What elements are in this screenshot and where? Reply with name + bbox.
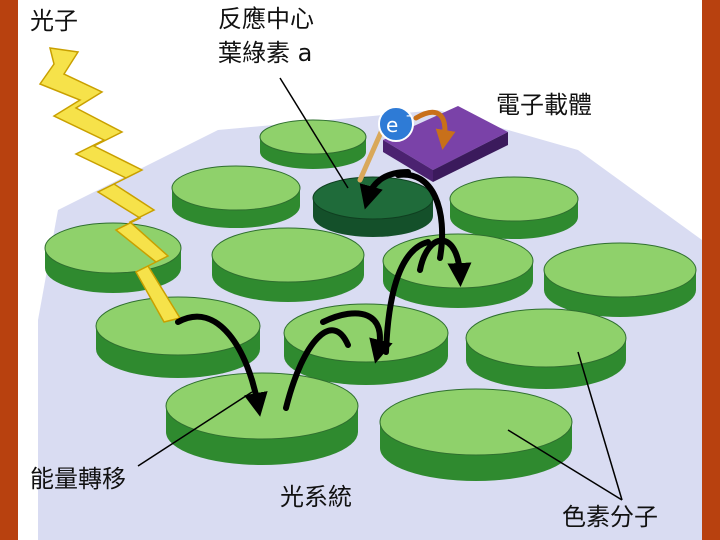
diagram-svg: e - — [38, 47, 702, 540]
disk-r4-1 — [95, 296, 261, 378]
photosystem-diagram: e - 光子 反應中心 葉綠素 a 電子載體 能量轉移 光系統 色素分子 — [18, 0, 702, 540]
disk-r2-1 — [171, 165, 301, 228]
electron-label: e — [386, 113, 398, 137]
electron-carrier-label: 電子載體 — [496, 91, 592, 119]
photon-label: 光子 — [30, 7, 78, 35]
disk-r5-2 — [379, 388, 573, 481]
disk-r3-4 — [543, 242, 697, 317]
disk-r4-3 — [465, 308, 627, 389]
leader-lines — [137, 77, 623, 501]
electron-transfer-arrow — [413, 109, 456, 150]
photon-lightning-icon — [38, 47, 182, 323]
chlorophyll-a-label: 葉綠素 a — [218, 39, 313, 67]
electron-stem — [357, 127, 385, 183]
photosystem-label: 光系統 — [280, 483, 352, 511]
disk-r1-1 — [259, 119, 367, 169]
electron-icon — [378, 106, 414, 142]
reaction-center-label: 反應中心 — [218, 5, 314, 33]
disk-r5-1 — [165, 372, 359, 465]
energy-transfer-arrows — [175, 169, 472, 417]
left-border — [0, 0, 18, 540]
electron-charge: - — [406, 108, 411, 124]
disk-r2-3 — [449, 176, 579, 239]
right-border — [702, 0, 720, 540]
pigment-molecules-label: 色素分子 — [562, 503, 658, 531]
energy-transfer-label: 能量轉移 — [30, 465, 126, 493]
disk-r3-2 — [211, 227, 365, 302]
